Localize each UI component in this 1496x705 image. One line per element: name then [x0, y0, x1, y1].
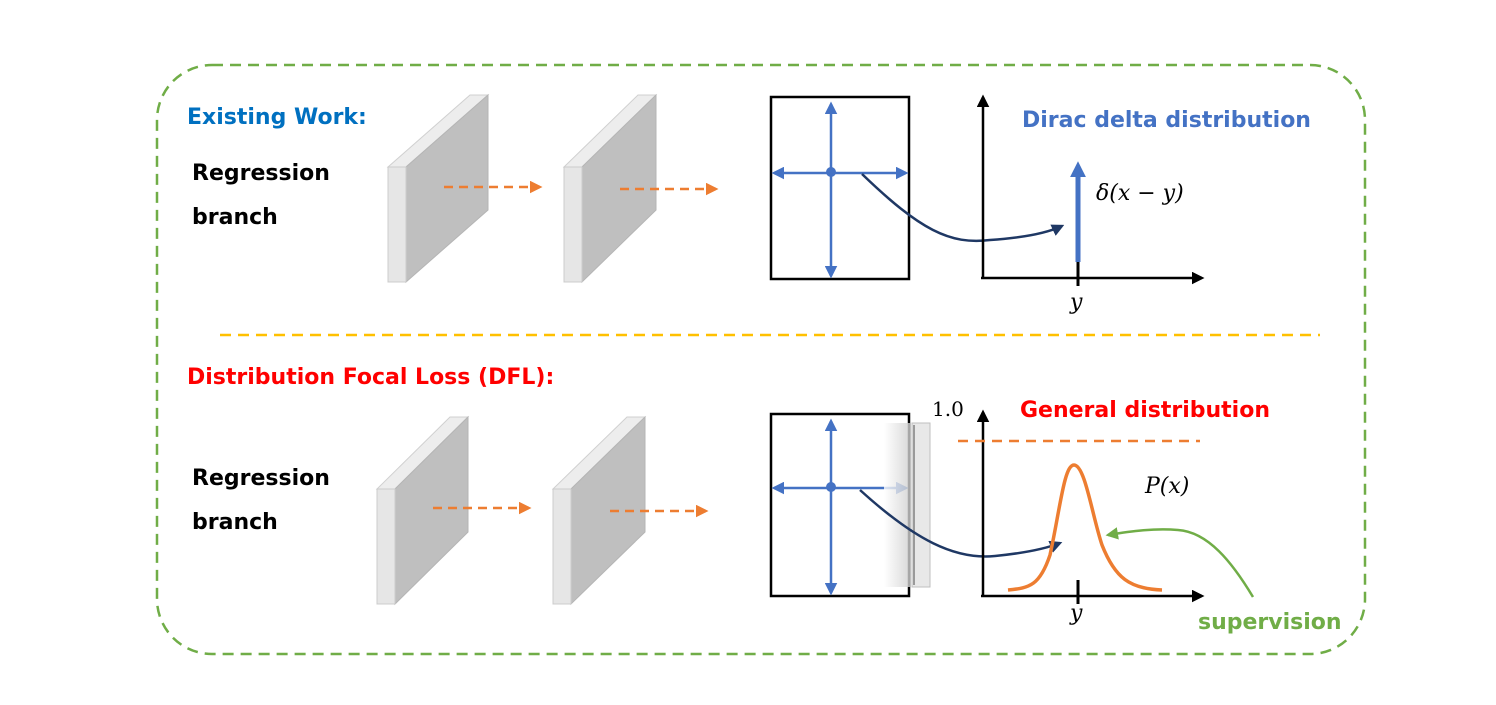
top-dist-title: Dirac delta distribution [1022, 108, 1311, 133]
top-bounding-box [769, 95, 911, 281]
top-section-title: Existing Work: [187, 105, 367, 130]
bottom-dist-formula: P(x) [1144, 474, 1189, 499]
bottom-mapping-curve-arrow [859, 489, 1063, 558]
top-feature-map-1 [386, 93, 490, 284]
top-x-tick-label: y [1069, 290, 1083, 315]
bottom-branch-label-line1: Regression [192, 466, 330, 491]
outer-dashed-border [155, 63, 1367, 656]
supervision-label: supervision [1198, 610, 1342, 635]
bottom-y-max-label: 1.0 [932, 397, 964, 421]
supervision-arrow [1105, 527, 1255, 598]
top-dist-formula: δ(x − y) [1096, 181, 1184, 206]
bottom-distribution-bracket [884, 422, 931, 588]
bottom-general-distribution-curve [1007, 463, 1163, 592]
top-branch-label-line1: Regression [192, 161, 330, 186]
bottom-section-title: Distribution Focal Loss (DFL): [187, 365, 554, 390]
bottom-feature-map-1 [375, 415, 470, 606]
bottom-dist-title: General distribution [1020, 398, 1270, 423]
top-feature-map-2 [562, 93, 658, 284]
top-mapping-curve-arrow [861, 173, 1065, 243]
bottom-x-tick-label: y [1069, 601, 1083, 626]
bottom-feature-map-2 [551, 415, 647, 606]
bottom-branch-label-line2: branch [192, 510, 278, 535]
top-branch-label-line2: branch [192, 205, 278, 230]
